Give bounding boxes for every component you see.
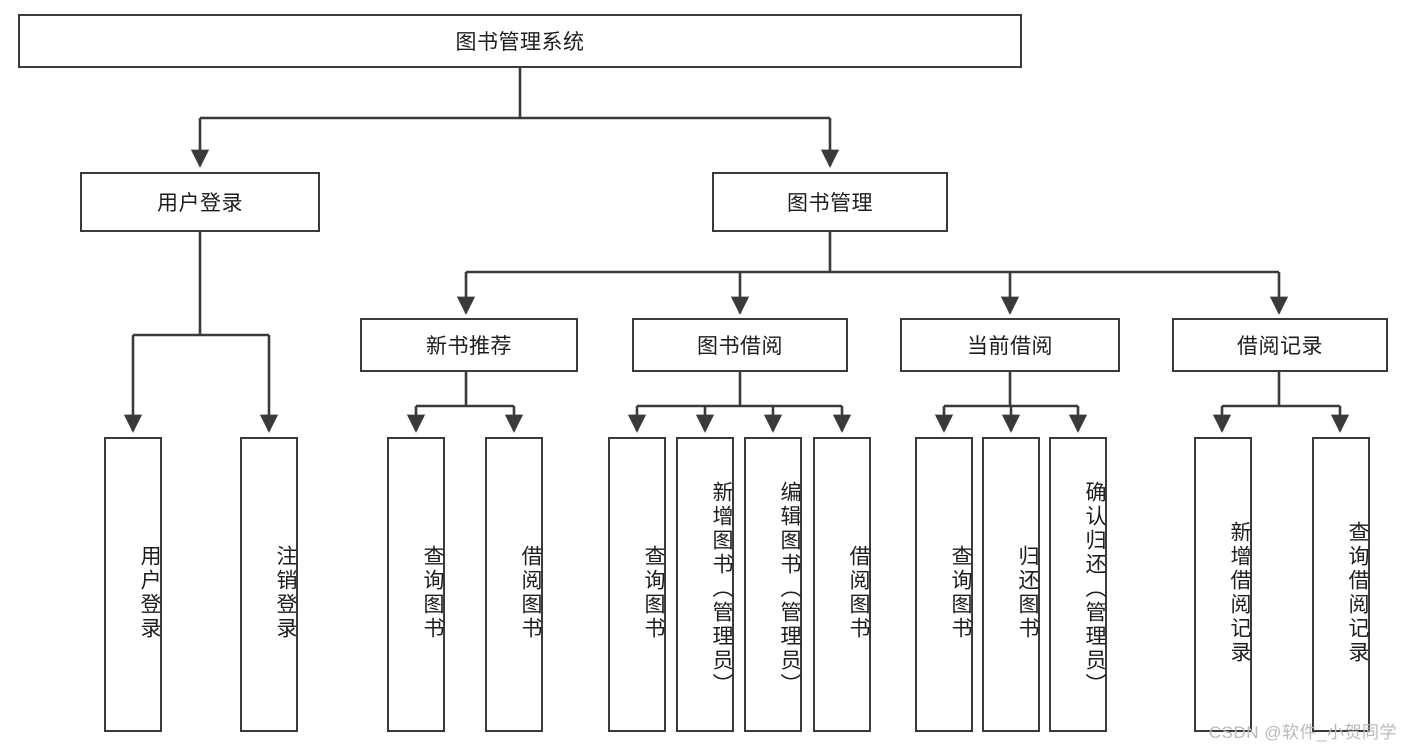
node-label: 确认归还（管理员） [1083,480,1106,697]
node-label: 图书借阅 [697,335,783,358]
node-label: 图书管理 [787,192,873,215]
leaf-user-login-login[interactable]: 用户登录 [104,437,162,732]
leaf-user-login-logout[interactable]: 注销登录 [240,437,298,732]
node-label: 当前借阅 [967,335,1053,358]
leaf-new-book-query-books[interactable]: 查询图书 [387,437,445,732]
node-new-book-recommendation[interactable]: 新书推荐 [360,318,578,372]
leaf-borrow-record-add-record[interactable]: 新增借阅记录 [1194,437,1252,732]
csdn-watermark: CSDN @软件_小贺同学 [1208,723,1397,742]
node-label: 借阅图书 [519,544,542,641]
leaf-current-borrow-return-books[interactable]: 归还图书 [982,437,1040,732]
node-root-book-management-system[interactable]: 图书管理系统 [18,14,1022,68]
node-label: 编辑图书（管理员） [778,480,801,697]
node-label: 借阅记录 [1237,335,1323,358]
leaf-book-borrow-edit-book-admin[interactable]: 编辑图书（管理员） [744,437,802,732]
node-label: 新增借阅记录 [1228,520,1251,665]
node-borrowing-record[interactable]: 借阅记录 [1172,318,1388,372]
leaf-book-borrow-query-books[interactable]: 查询图书 [608,437,666,732]
leaf-new-book-borrow-books[interactable]: 借阅图书 [485,437,543,732]
leaf-current-borrow-query-books[interactable]: 查询图书 [915,437,973,732]
node-label: 借阅图书 [847,544,870,641]
node-current-borrowing[interactable]: 当前借阅 [900,318,1120,372]
node-label: 查询图书 [949,544,972,641]
node-book-management[interactable]: 图书管理 [712,172,948,232]
node-label: 新书推荐 [426,335,512,358]
node-label: 查询借阅记录 [1346,520,1369,665]
node-label: 注销登录 [274,544,297,641]
node-label: 用户登录 [138,544,161,641]
node-user-login[interactable]: 用户登录 [80,172,320,232]
leaf-book-borrow-borrow-books[interactable]: 借阅图书 [813,437,871,732]
node-label: 查询图书 [642,544,665,641]
node-label: 归还图书 [1016,544,1039,641]
leaf-book-borrow-add-book-admin[interactable]: 新增图书（管理员） [676,437,734,732]
node-label: 图书管理系统 [455,31,585,54]
node-label: 查询图书 [421,544,444,641]
leaf-borrow-record-query-record[interactable]: 查询借阅记录 [1312,437,1370,732]
node-book-borrowing[interactable]: 图书借阅 [632,318,848,372]
node-label: 用户登录 [157,192,243,215]
leaf-current-borrow-confirm-return-admin[interactable]: 确认归还（管理员） [1049,437,1107,732]
node-label: 新增图书（管理员） [710,480,733,697]
